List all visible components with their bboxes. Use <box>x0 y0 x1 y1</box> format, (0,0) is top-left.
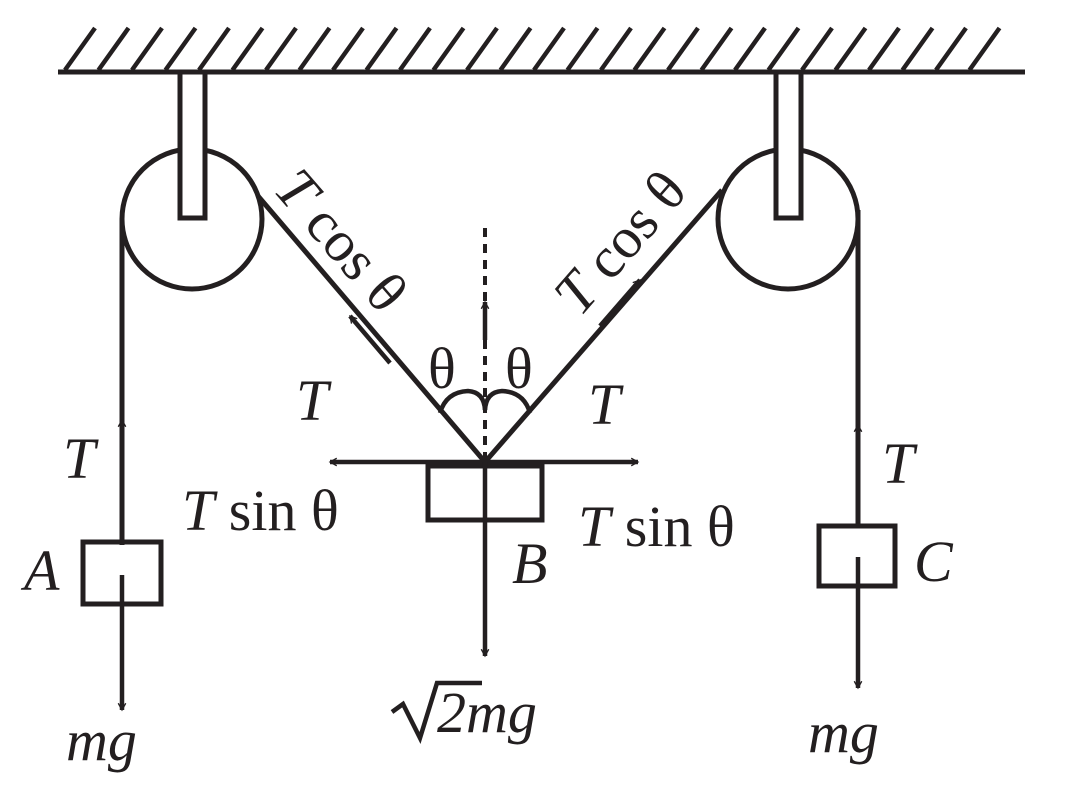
label-t-sin-theta-right: T sin θ <box>578 494 735 559</box>
hatch-line <box>699 26 734 72</box>
tension-arrow-right <box>598 278 642 328</box>
label-t-left-string: T <box>296 368 332 433</box>
hatch-line <box>565 26 600 72</box>
hatch-line <box>833 26 868 72</box>
tension-arrow-left <box>348 314 392 365</box>
label-weight-c: mg <box>808 700 879 765</box>
hatch-line <box>96 26 131 72</box>
svg-text:2mg: 2mg <box>437 680 537 745</box>
hatch-line <box>130 26 164 72</box>
label-weight-a: mg <box>66 708 137 773</box>
string-right-diagonal <box>483 188 724 464</box>
hatch-line <box>733 26 767 72</box>
hatch-line <box>398 26 432 72</box>
ceiling-hatching <box>63 26 1002 72</box>
hatch-line <box>934 26 968 72</box>
label-t-sin-theta-left: T sin θ <box>182 478 339 543</box>
hatch-line <box>297 26 332 72</box>
hatch-line <box>331 26 365 72</box>
label-theta-left: θ <box>428 336 456 401</box>
string-left-diagonal <box>256 194 487 464</box>
angle-arc-right <box>482 388 533 414</box>
hatch-line <box>465 26 499 72</box>
hatch-line <box>197 26 231 72</box>
hatch-line <box>364 26 399 72</box>
label-block-c: C <box>914 529 954 594</box>
angle-arc-left <box>437 388 488 414</box>
hatch-line <box>532 26 566 72</box>
label-theta-right: θ <box>505 336 533 401</box>
label-t-block-c: T <box>882 431 918 496</box>
label-t-right-string: T <box>588 372 624 437</box>
hatch-line <box>900 26 935 72</box>
hatch-line <box>63 26 97 72</box>
hatch-line <box>632 26 667 72</box>
label-t-cos-theta-left: T cos θ <box>262 156 420 324</box>
hatch-line <box>230 26 265 72</box>
left-pulley <box>119 69 265 292</box>
hatch-line <box>264 26 298 72</box>
label-block-a: A <box>20 538 60 603</box>
hatch-line <box>766 26 801 72</box>
ceiling <box>58 26 1025 75</box>
hatch-line <box>431 26 466 72</box>
hatch-line <box>163 26 198 72</box>
label-t-block-a: T <box>63 426 99 491</box>
hatch-line <box>599 26 633 72</box>
right-pulley <box>715 69 861 292</box>
hatch-line <box>800 26 834 72</box>
hatch-line <box>867 26 901 72</box>
hatch-line <box>666 26 700 72</box>
label-weight-b: 2mg <box>390 680 537 745</box>
label-block-b: B <box>512 531 547 596</box>
hatch-line <box>967 26 1002 72</box>
hatch-line <box>498 26 533 72</box>
